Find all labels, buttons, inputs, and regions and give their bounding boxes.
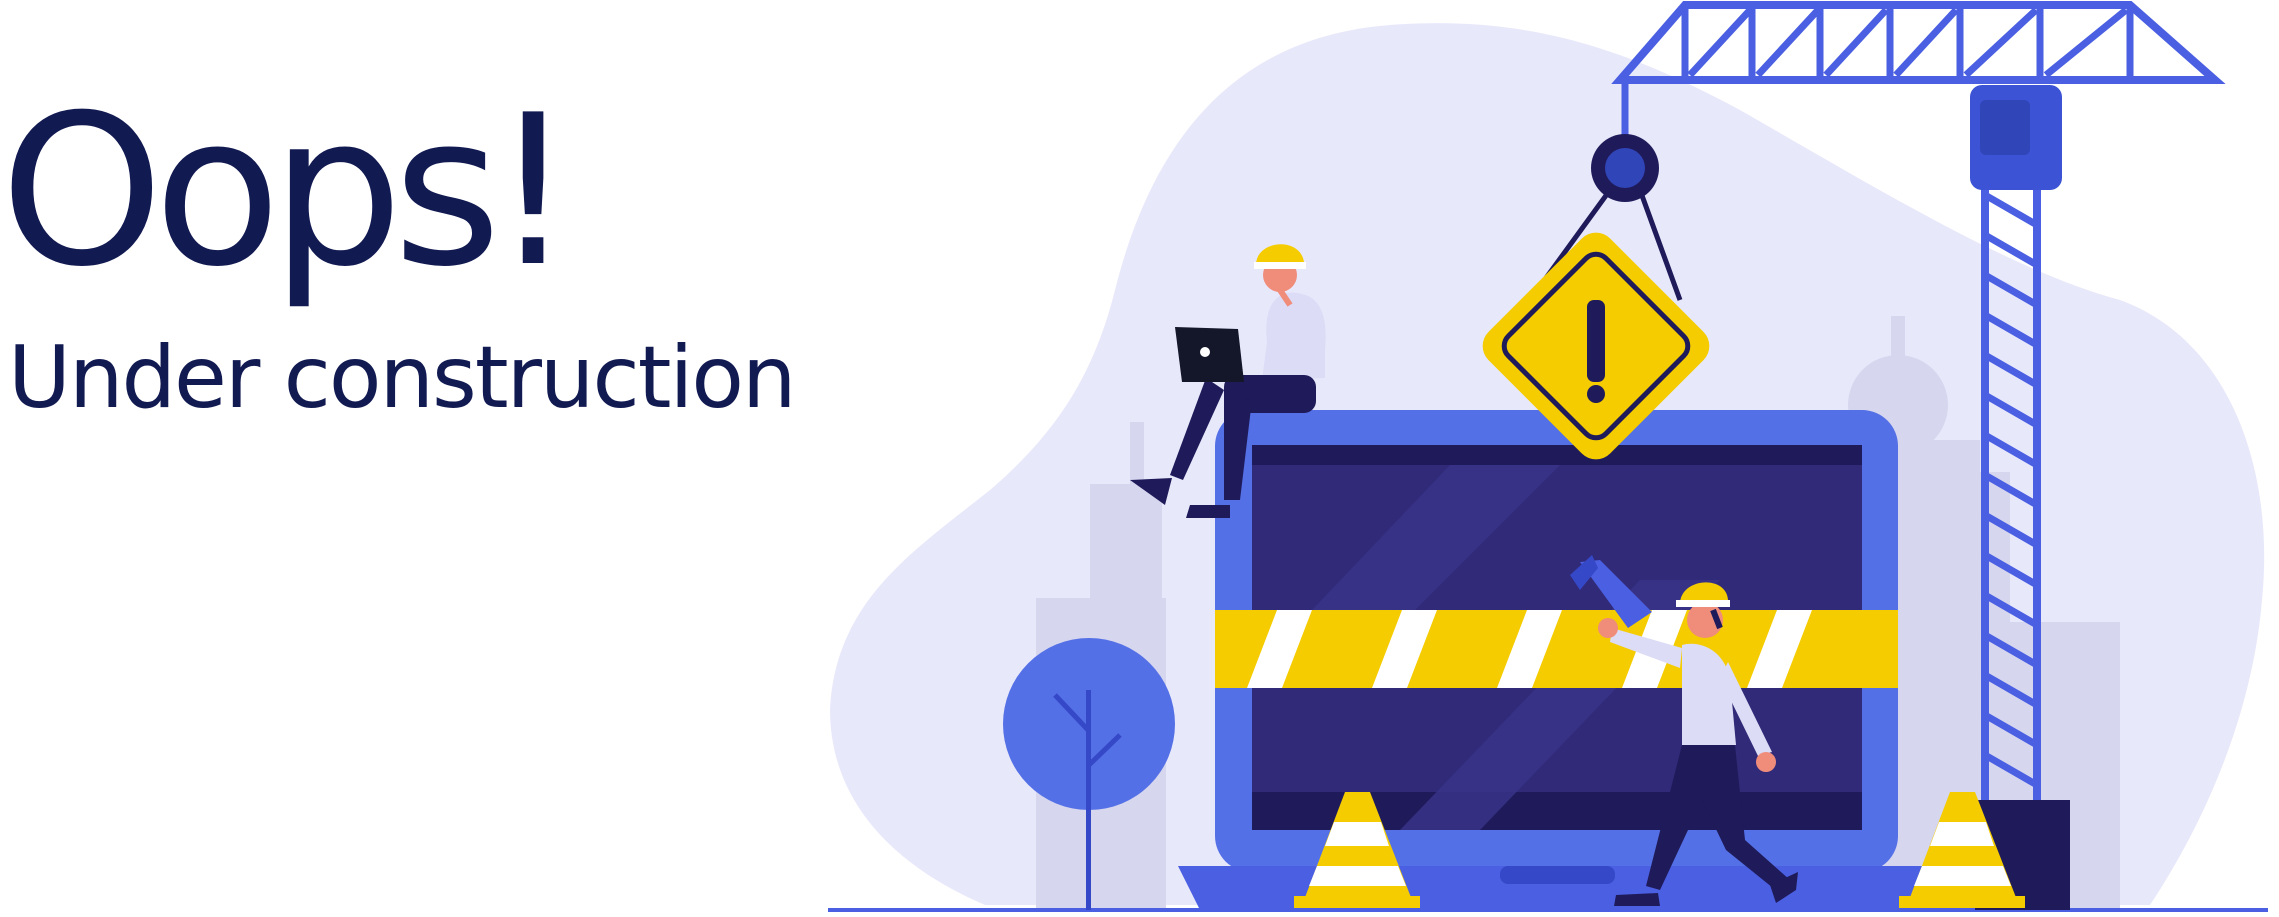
tree bbox=[1003, 638, 1175, 910]
page-subtitle: Under construction bbox=[8, 328, 796, 428]
worker-with-megaphone bbox=[1570, 555, 1798, 906]
warning-sign-icon bbox=[1482, 232, 1710, 460]
tower-crane bbox=[1527, 0, 2226, 910]
under-construction-illustration bbox=[828, 0, 2268, 912]
worker-with-laptop bbox=[1130, 244, 1326, 518]
caution-tape bbox=[1215, 610, 1898, 688]
traffic-cone-right bbox=[1899, 792, 2025, 908]
page-title: Oops! bbox=[0, 71, 575, 313]
traffic-cone-left bbox=[1294, 792, 1420, 908]
